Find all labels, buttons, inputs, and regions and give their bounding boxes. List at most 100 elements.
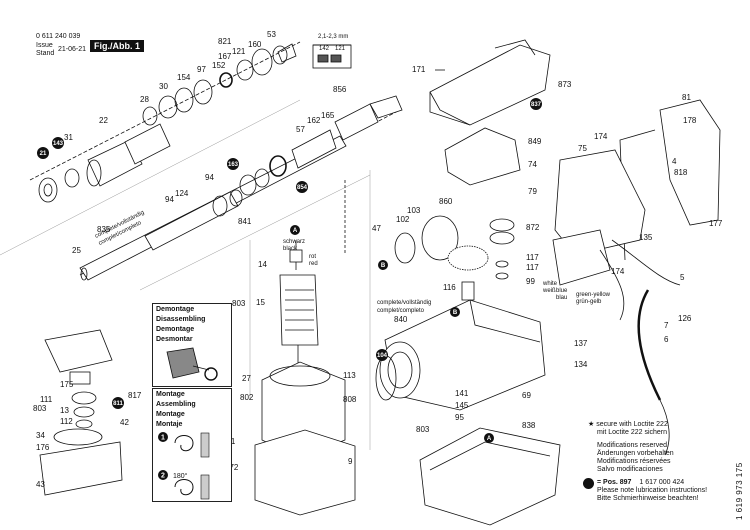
frame-line-2 — [139, 174, 371, 291]
part-856: 856 — [333, 85, 347, 94]
disassembly-illustration — [166, 347, 218, 381]
inset-part-121: 121 — [335, 46, 346, 52]
part-81: 81 — [682, 93, 691, 102]
part-27: 27 — [242, 374, 251, 383]
svg-text:21: 21 — [40, 151, 47, 157]
axis-upper-left — [29, 41, 301, 181]
badge-163: 163 — [227, 158, 239, 170]
part-818: 818 — [674, 168, 688, 177]
part-22: 22 — [99, 116, 108, 125]
wire-label-white: white — [542, 281, 558, 287]
part-840: 840 — [394, 315, 408, 324]
part-808: 808 — [343, 395, 357, 404]
disassembly-title-en: Disassembling — [156, 316, 206, 323]
part-30: 30 — [159, 82, 168, 91]
part-57: 57 — [296, 125, 305, 134]
modifications-line-2: Änderungen vorbehalten — [597, 450, 674, 457]
wire-label-gruen-gelb: grün-gelb — [576, 299, 602, 305]
part-79: 79 — [528, 187, 537, 196]
gear-assembly — [394, 215, 515, 301]
figure-label: Fig./Abb. 1 — [90, 40, 144, 52]
part-94-upper: 94 — [205, 173, 214, 182]
assembly-illustration: 1 2 180° — [158, 432, 210, 500]
part-135: 135 — [639, 233, 653, 242]
part-177: 177 — [709, 219, 723, 228]
svg-text:B: B — [381, 263, 386, 269]
part-176: 176 — [36, 443, 50, 452]
part-835: 835 — [97, 225, 111, 234]
part-178: 178 — [683, 116, 697, 125]
part-116: 116 — [443, 283, 456, 292]
part-5: 5 — [680, 273, 685, 282]
tool-holder-assembly — [38, 43, 297, 203]
frame-line-1 — [0, 99, 301, 256]
o-ring-inset — [312, 44, 352, 69]
part-7: 7 — [664, 321, 669, 330]
assembly-step-1: 1 — [161, 435, 165, 442]
disassembly-title-es: Desmontar — [156, 336, 193, 343]
issue-date: 21-06-21 — [58, 46, 87, 53]
badge-837: 837 — [530, 98, 542, 110]
assembly-title-fr: Montage — [156, 411, 185, 418]
part-15: 15 — [256, 298, 265, 307]
part-175: 175 — [60, 380, 74, 389]
spindle-assembly — [79, 95, 403, 281]
part-95: 95 — [455, 413, 464, 422]
motor-housing — [254, 361, 356, 516]
assembly-title-es: Montaje — [156, 421, 183, 428]
wiring — [599, 239, 681, 321]
part-42: 42 — [120, 418, 129, 427]
badge-854: 854 — [296, 181, 308, 193]
part-838: 838 — [522, 421, 536, 430]
badge-a-bottom: A — [484, 433, 494, 443]
part-802: 802 — [240, 393, 254, 402]
svg-text:854: 854 — [297, 185, 308, 191]
position-number: 1 617 000 424 — [639, 479, 685, 486]
modifications-line-3: Modifications réservées — [597, 458, 671, 465]
svg-text:A: A — [487, 436, 492, 442]
part-872: 872 — [526, 223, 540, 232]
wire-label-schwarz: schwarz — [283, 239, 305, 245]
loctite-note: ★ secure with Loctite 222 mit Loctite 22… — [588, 421, 668, 437]
part-174-mid: 174 — [611, 267, 625, 276]
assembly-box: Montage Assembling Montage Montaje 1 2 1… — [152, 388, 232, 502]
part-102: 102 — [396, 215, 410, 224]
part-13: 13 — [60, 406, 69, 415]
wire-label-red: red — [309, 261, 318, 267]
modifications-note: Modifications reserved Änderungen vorbeh… — [597, 442, 674, 474]
part-74: 74 — [528, 160, 537, 169]
part-69: 69 — [522, 391, 531, 400]
part-117-a: 117 — [526, 253, 539, 262]
wire-label-green-yellow: green-yellow — [576, 292, 611, 298]
brush-holder-assembly — [39, 329, 123, 496]
part-141: 141 — [455, 389, 469, 398]
modifications-line-1: Modifications reserved — [597, 442, 668, 449]
gear-housing-cover — [429, 39, 551, 126]
part-97: 97 — [197, 65, 206, 74]
part-47: 47 — [372, 224, 381, 233]
badge-b-left: B — [378, 260, 388, 270]
part-9: 9 — [348, 457, 353, 466]
part-43: 43 — [36, 480, 45, 489]
assembly-title-de: Montage — [156, 391, 185, 398]
part-25: 25 — [72, 246, 81, 255]
part-126: 126 — [678, 314, 692, 323]
wire-label-blau: blau — [556, 295, 567, 301]
part-803-right: 803 — [416, 425, 430, 434]
part-14: 14 — [258, 260, 267, 269]
badge-104: 104 — [376, 349, 388, 361]
part-162: 162 — [307, 116, 321, 125]
document-number: 0 611 240 039 — [36, 33, 81, 40]
assembly-title-en: Assembling — [156, 401, 196, 408]
part-117-b: 117 — [526, 263, 539, 272]
lubrication-line-2: Bitte Schmierhinweise beachten! — [597, 495, 699, 502]
badge-811: 811 — [112, 397, 124, 409]
complete-label-mid-1: complete/vollständig — [377, 300, 431, 306]
issue-label: Issue — [36, 42, 53, 49]
lubrication-note: = Pos. 897 1 617 000 424 Please note lub… — [597, 479, 707, 503]
inset-dimension: 2,1-2,3 mm — [318, 34, 348, 40]
part-167: 167 — [218, 52, 232, 61]
disassembly-title-fr: Demontage — [156, 326, 195, 333]
part-817: 817 — [128, 391, 142, 400]
svg-text:A: A — [293, 228, 298, 234]
